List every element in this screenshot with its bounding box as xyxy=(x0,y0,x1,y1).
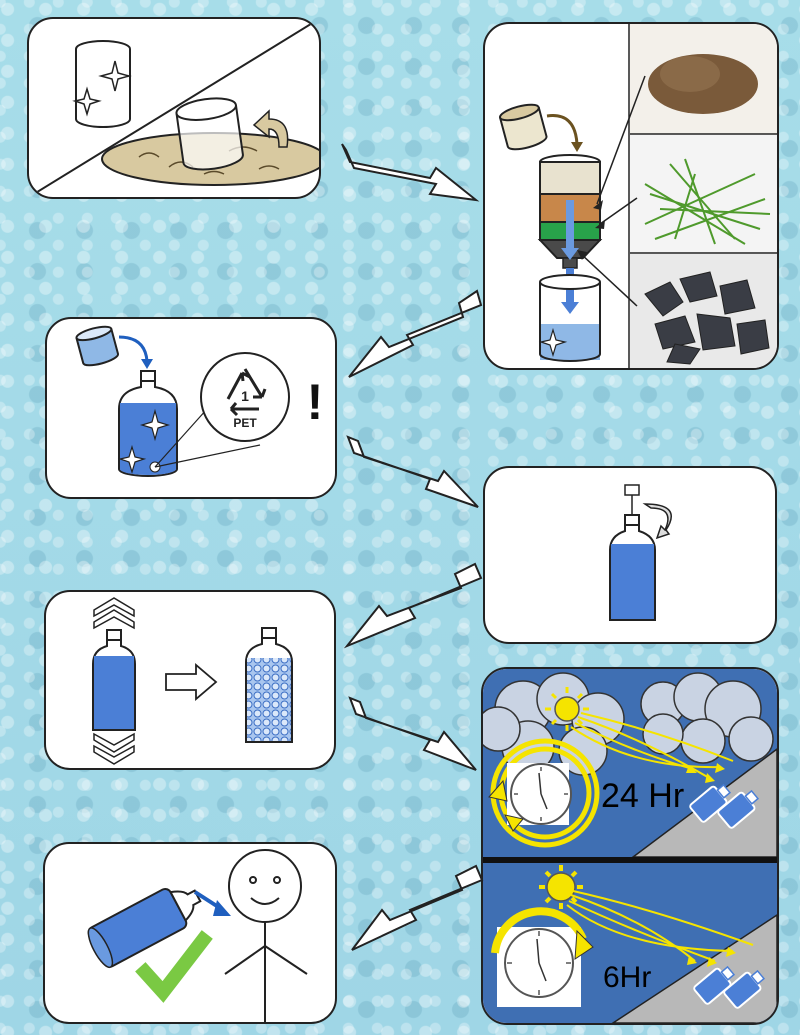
bottles-lying xyxy=(689,783,760,829)
panel-solar-exposure: 24 Hr xyxy=(481,667,779,1025)
arrow-icon xyxy=(343,562,483,649)
shake-down-chevrons xyxy=(93,732,135,765)
water-bottle-before xyxy=(92,629,136,731)
recycle-number: 1 xyxy=(241,388,249,404)
clean-glass xyxy=(75,40,131,128)
recycle-code: PET xyxy=(233,416,257,430)
tipped-glass xyxy=(175,97,244,171)
warning-mark: ! xyxy=(307,374,324,430)
panel-drink xyxy=(43,842,337,1024)
sparkle-icon xyxy=(117,444,147,475)
arrow-icon xyxy=(165,663,218,701)
collecting-glass xyxy=(539,274,601,362)
shake-up-chevrons xyxy=(93,597,135,630)
cloud-icon xyxy=(640,672,774,764)
tilted-bottle xyxy=(87,887,202,969)
arrow-icon xyxy=(351,864,484,951)
clock-icon xyxy=(491,907,594,1007)
bottle-cap xyxy=(624,484,640,496)
bottles-lying xyxy=(693,965,766,1009)
water-bottle-aerated xyxy=(245,627,293,743)
panel-cap-bottle xyxy=(483,466,777,644)
panel-pet-bottle: 1 PET ! xyxy=(45,317,337,499)
sparkle-icon xyxy=(139,408,171,442)
pouring-cup xyxy=(498,103,548,151)
panel-water-source xyxy=(27,17,321,199)
recycle-icon xyxy=(200,352,290,442)
sparkle-icon xyxy=(538,327,568,358)
sun-icon xyxy=(545,687,589,731)
checkmark-icon xyxy=(135,930,213,1003)
sparkle-icon xyxy=(98,60,132,92)
pouring-glass xyxy=(75,325,120,367)
water-bottle xyxy=(609,514,656,621)
arrow-icon xyxy=(346,435,479,508)
sparkle-icon xyxy=(72,86,102,117)
sun-icon xyxy=(539,865,583,909)
arrow-icon xyxy=(341,143,480,202)
arrow-icon xyxy=(348,696,477,771)
photo-grass xyxy=(630,135,777,253)
panel-shake-bottle xyxy=(44,590,336,770)
duration-cloudy: 24 Hr xyxy=(601,777,684,815)
clock-icon xyxy=(488,738,600,848)
twist-arrow-icon xyxy=(642,503,672,540)
panel-filtration xyxy=(483,22,779,370)
smiley-face-icon xyxy=(224,849,308,1022)
duration-sunny: 6Hr xyxy=(603,961,651,994)
arrow-icon xyxy=(348,289,483,378)
curved-arrow-icon xyxy=(252,109,289,148)
